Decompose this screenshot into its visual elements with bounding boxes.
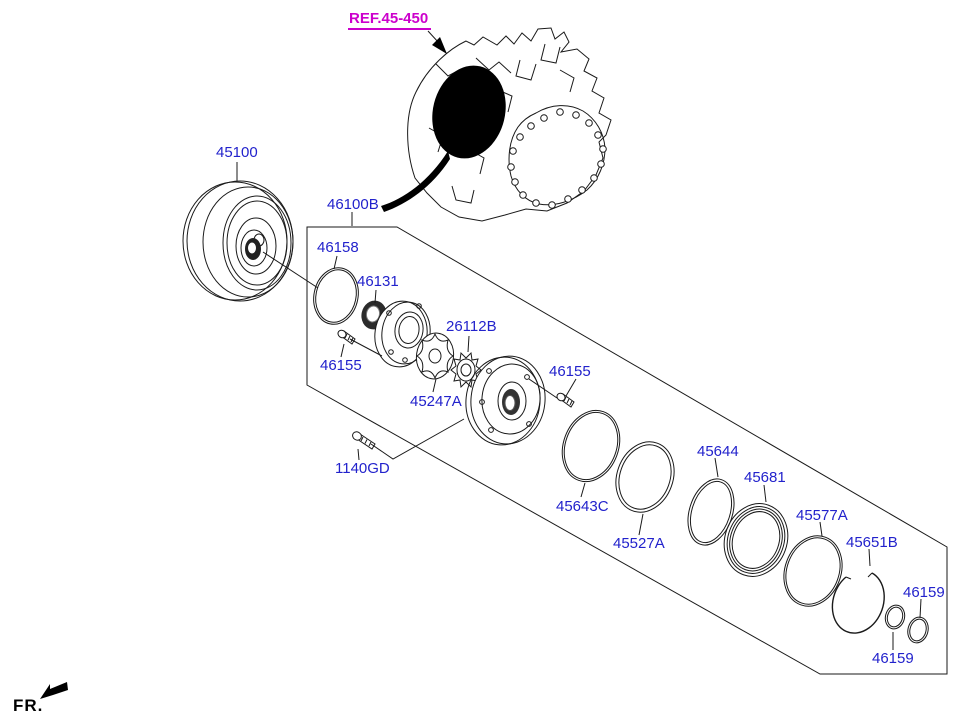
part-label-46100b[interactable]: 46100B [327, 196, 379, 213]
front-direction-arrow-icon [40, 682, 68, 699]
ring-45681-drawing [723, 503, 789, 577]
case-bolt-heads [507, 108, 607, 209]
part-label-45577a[interactable]: 45577A [796, 507, 848, 524]
part-label-45247a[interactable]: 45247A [410, 393, 462, 410]
transmission-case-drawing [381, 27, 612, 222]
snap-ring-45651b-drawing [831, 572, 885, 634]
ring-45577a-drawing [783, 535, 843, 607]
ring-45527a-drawing [615, 441, 675, 513]
part-label-45643c[interactable]: 45643C [556, 498, 609, 515]
part-label-46155-left[interactable]: 46155 [320, 357, 362, 374]
oring-46158-drawing [313, 267, 359, 325]
bolt-1140gd-drawing [352, 431, 376, 450]
part-label-45681[interactable]: 45681 [744, 469, 786, 486]
torque-converter-drawing [182, 180, 294, 302]
part-label-45527a[interactable]: 45527A [613, 535, 665, 552]
part-label-45651b[interactable]: 45651B [846, 534, 898, 551]
ring-46159-left-drawing [884, 604, 906, 630]
assembly-box-outline [306, 226, 948, 675]
reference-link-45-450[interactable]: REF.45-450 [348, 11, 432, 30]
ring-46159-right-drawing [907, 616, 929, 644]
pump-inner-gear-drawing [415, 332, 455, 380]
part-label-46131[interactable]: 46131 [357, 273, 399, 290]
oring-45643c-drawing [561, 409, 621, 483]
part-label-46158[interactable]: 46158 [317, 239, 359, 256]
leader-lines [236, 162, 922, 650]
pointer-swoosh [381, 151, 450, 212]
front-direction-label: FR. [13, 696, 44, 715]
part-label-46159-upper[interactable]: 46159 [903, 584, 945, 601]
part-label-46155-right[interactable]: 46155 [549, 363, 591, 380]
part-label-1140gd[interactable]: 1140GD [335, 460, 390, 477]
blacked-out-converter-area [432, 65, 506, 159]
oil-pump-assembly-drawing [465, 355, 546, 446]
part-label-45100[interactable]: 45100 [216, 144, 258, 161]
ring-45644-drawing [687, 478, 735, 546]
part-label-46159-lower[interactable]: 46159 [872, 650, 914, 667]
part-label-26112b[interactable]: 26112B [446, 318, 497, 335]
part-label-45644[interactable]: 45644 [697, 443, 739, 460]
bolt-46155-right-drawing [556, 392, 575, 408]
pump-outer-gear-drawing [450, 351, 482, 389]
ref-leader-arrow [427, 30, 447, 54]
bolt-46155-left-drawing [337, 329, 356, 345]
